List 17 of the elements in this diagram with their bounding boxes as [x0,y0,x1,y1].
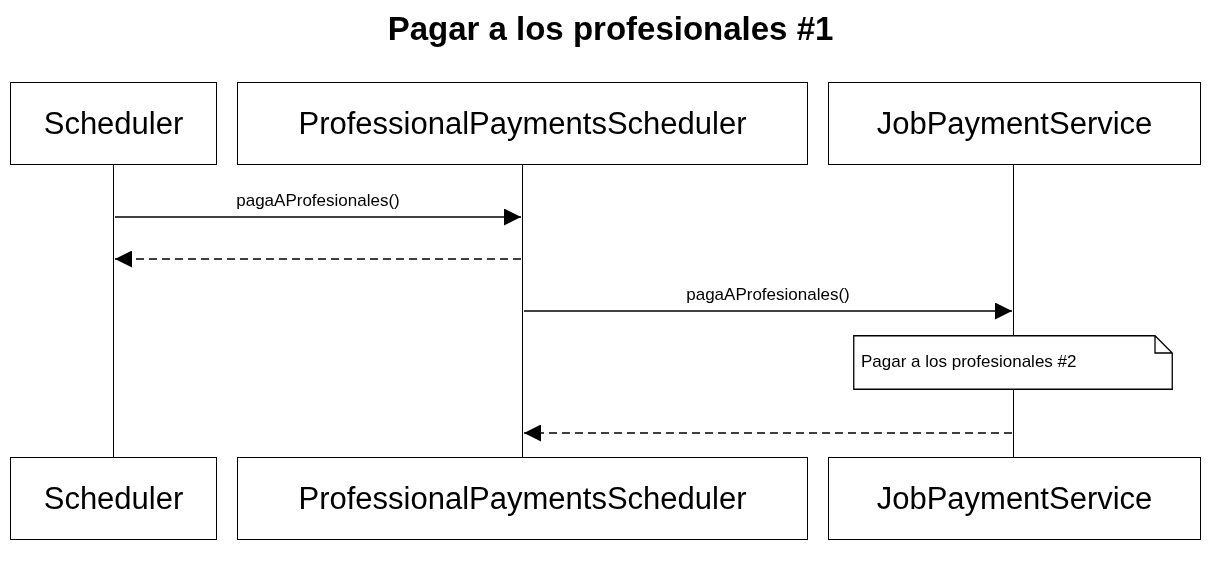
participant-box: Scheduler [10,457,217,540]
participant-box: Scheduler [10,82,217,165]
message-arrow [523,302,1013,320]
participant-box: JobPaymentService [828,82,1201,165]
lifeline [521,165,524,457]
edge-label: pagaAProfesionales() [234,191,402,211]
participant-box: ProfessionalPaymentsScheduler [237,82,808,165]
diagram-title: Pagar a los profesionales #1 [386,10,835,48]
message-arrow [114,250,522,268]
message-arrow [114,208,522,226]
note [853,335,1173,390]
lifeline [112,165,115,457]
participant-box: JobPaymentService [828,457,1201,540]
message-arrow [523,424,1013,442]
note-text: Pagar a los profesionales #2 [861,352,1077,372]
edge-label: pagaAProfesionales() [684,285,852,305]
participant-box: ProfessionalPaymentsScheduler [237,457,808,540]
